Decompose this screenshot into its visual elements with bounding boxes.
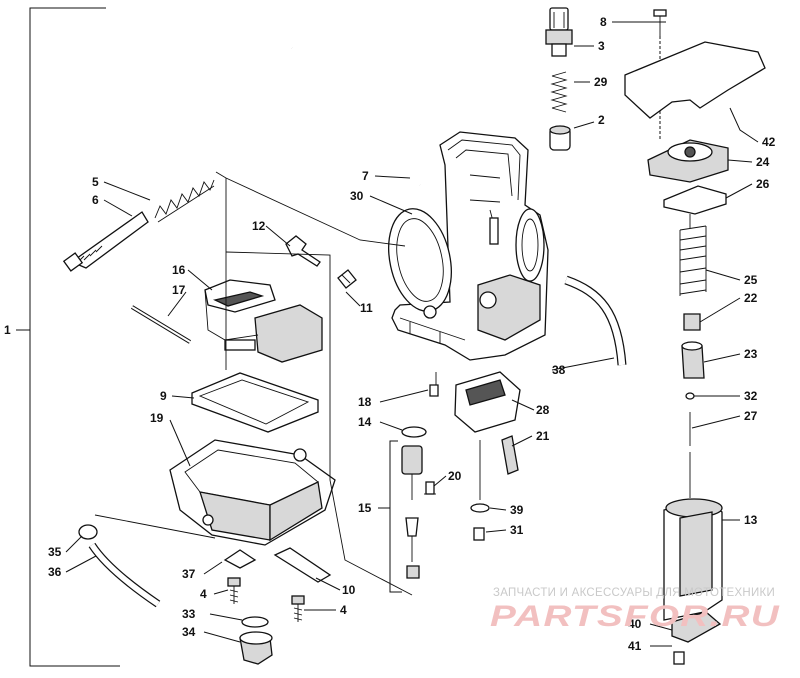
callout-39: 39 xyxy=(510,503,524,517)
callout-4a: 4 xyxy=(200,587,207,601)
part-drain-plug-34 xyxy=(239,631,273,665)
part-washer-33 xyxy=(241,616,269,628)
part-screw-18 xyxy=(429,384,439,397)
callout-3: 3 xyxy=(598,39,605,53)
carburetor-body xyxy=(388,131,549,361)
part-cover-42 xyxy=(624,41,766,119)
callout-24: 24 xyxy=(756,155,770,169)
callout-11: 11 xyxy=(360,301,373,315)
leader-lines xyxy=(65,21,759,647)
part-screw-4a xyxy=(227,577,241,604)
vent-hose-top xyxy=(291,44,424,186)
callout-27: 27 xyxy=(744,409,758,423)
callout-18: 18 xyxy=(358,395,372,409)
needle-jet-bracket xyxy=(378,440,402,593)
part-bracket-37 xyxy=(223,549,257,569)
part-gasket-9 xyxy=(191,372,319,433)
part-float-16 xyxy=(204,279,323,363)
watermark-logo: PARTSFOR.RU xyxy=(490,600,780,633)
callout-22: 22 xyxy=(744,291,758,305)
part-spring-29 xyxy=(550,71,568,113)
callout-labels: 1 2 3 4 4 5 6 7 8 9 10 11 12 13 14 15 16… xyxy=(4,15,776,653)
callout-16: 16 xyxy=(172,263,186,277)
callout-14: 14 xyxy=(358,415,372,429)
part-spring-5 xyxy=(154,179,215,223)
drain-hose xyxy=(88,542,161,608)
part-slide-bottom-40 xyxy=(671,611,722,643)
guide-lines xyxy=(94,171,691,596)
part-washer-39 xyxy=(470,503,490,513)
part-seat-22 xyxy=(683,313,701,331)
part-fitting-3 xyxy=(545,7,573,57)
callout-2: 2 xyxy=(598,113,605,127)
callout-5: 5 xyxy=(92,175,99,189)
callout-8: 8 xyxy=(600,15,607,29)
callout-38: 38 xyxy=(552,363,566,377)
callout-26: 26 xyxy=(756,177,770,191)
part-main-jet-20 xyxy=(424,481,436,495)
part-pilot-screw-6 xyxy=(62,211,149,272)
part-gasket-26 xyxy=(663,185,727,215)
callout-12: 12 xyxy=(252,219,266,233)
callout-19: 19 xyxy=(150,411,164,425)
callout-34: 34 xyxy=(182,625,196,639)
callout-29: 29 xyxy=(594,75,608,89)
part-ring-32 xyxy=(685,392,695,400)
vent-hose-right xyxy=(564,275,627,366)
callout-40: 40 xyxy=(628,617,642,631)
part-cap-24 xyxy=(647,139,729,183)
callout-21: 21 xyxy=(536,429,550,443)
part-slide-13 xyxy=(663,498,723,621)
callout-36: 36 xyxy=(48,565,62,579)
part-screw-12 xyxy=(285,235,321,267)
callout-20: 20 xyxy=(448,469,462,483)
callout-4b: 4 xyxy=(340,603,347,617)
callout-10: 10 xyxy=(342,583,356,597)
callout-37: 37 xyxy=(182,567,196,581)
part-clip-23 xyxy=(681,341,705,379)
callout-30: 30 xyxy=(350,189,364,203)
callout-35: 35 xyxy=(48,545,62,559)
part-bracket-10 xyxy=(273,547,332,583)
callout-1: 1 xyxy=(4,323,11,337)
part-spring-25 xyxy=(679,225,707,296)
part-screw-31 xyxy=(473,527,485,541)
callout-9: 9 xyxy=(160,389,167,403)
assembly-bracket xyxy=(16,7,120,667)
callout-13: 13 xyxy=(744,513,758,527)
part-float-bowl-19 xyxy=(169,439,336,546)
part-clamp-35 xyxy=(78,524,98,540)
callout-33: 33 xyxy=(182,607,196,621)
callout-41: 41 xyxy=(628,639,642,653)
part-28 xyxy=(454,371,521,433)
callout-15: 15 xyxy=(358,501,372,515)
part-needle-jet-15 xyxy=(401,445,423,579)
callout-32: 32 xyxy=(744,389,758,403)
callout-23: 23 xyxy=(744,347,758,361)
watermark: ЗАПЧАСТИ И АКСЕССУАРЫ ДЛЯ МОТОТЕХНИКИ PA… xyxy=(490,585,780,633)
part-screw-11 xyxy=(337,269,357,289)
callout-25: 25 xyxy=(744,273,758,287)
callout-28: 28 xyxy=(536,403,550,417)
part-plunger-2 xyxy=(549,125,571,151)
callout-7: 7 xyxy=(362,169,369,183)
callout-31: 31 xyxy=(510,523,524,537)
callout-17: 17 xyxy=(172,283,186,297)
callout-6: 6 xyxy=(92,193,99,207)
part-screw-4b xyxy=(291,595,305,622)
watermark-caption: ЗАПЧАСТИ И АКСЕССУАРЫ ДЛЯ МОТОТЕХНИКИ xyxy=(493,585,775,599)
callout-42: 42 xyxy=(762,135,776,149)
part-21 xyxy=(501,435,519,475)
part-screw-41 xyxy=(673,651,685,665)
part-o-ring-14 xyxy=(401,426,427,438)
